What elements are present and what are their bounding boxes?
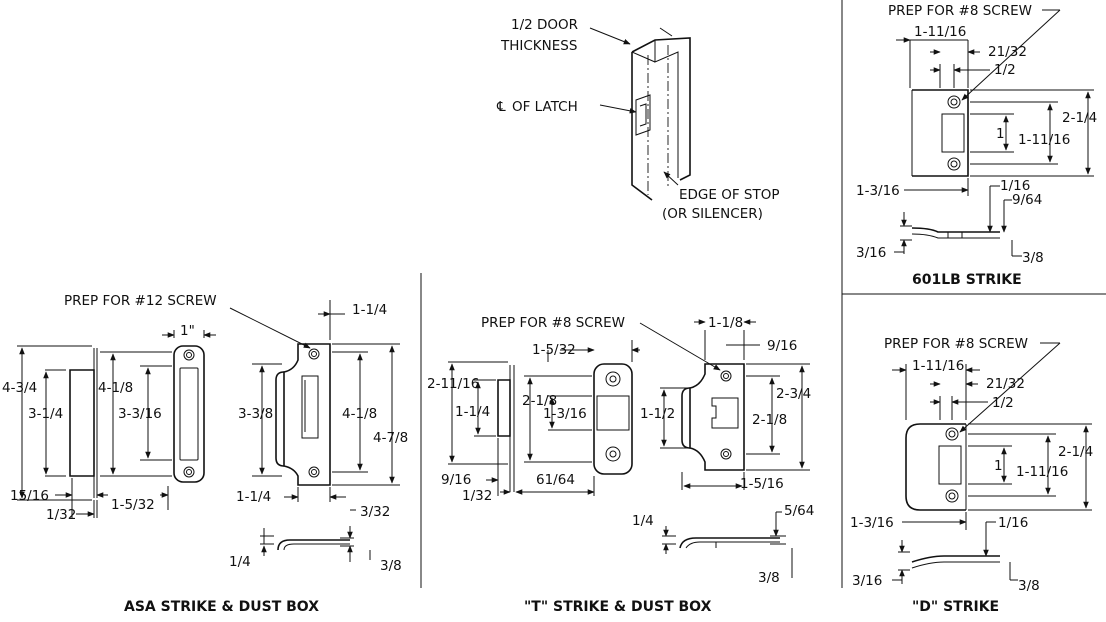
t-box-height: 2-11/16 [427, 376, 479, 392]
d-height-3: 1 [994, 458, 1003, 474]
t-lip-height: 1-1/2 [640, 406, 675, 422]
t-plate-width: 1-5/32 [532, 342, 576, 358]
d-height-1: 2-1/4 [1058, 444, 1093, 460]
asa-title: ASA STRIKE & DUST BOX [124, 599, 319, 615]
d-depth: 3/16 [852, 573, 882, 589]
lb-thickness-1: 1/16 [1000, 178, 1030, 194]
asa-plate-height: 4-1/8 [98, 380, 133, 396]
asa-offset: 3/8 [380, 558, 402, 574]
lb-prep-screw: PREP FOR #8 SCREW [888, 3, 1032, 19]
lb-width-2: 21/32 [988, 44, 1027, 60]
lb-height-1: 2-1/4 [1062, 110, 1097, 126]
asa-box-depth: 15/16 [10, 488, 49, 504]
lb-strike-panel: PREP FOR #8 SCREW 1-11/16 21/32 1/2 2-1/… [856, 3, 1097, 288]
d-offset: 3/8 [1018, 578, 1040, 594]
door-thickness-label: 1/2 DOOR [511, 17, 578, 33]
door-edge-view: 1/2 DOOR THICKNESS ℄ OF LATCH EDGE OF ST… [496, 17, 779, 222]
asa-box-height-outer: 4-3/4 [2, 380, 37, 396]
lb-width-3: 1/2 [994, 62, 1016, 78]
t-strike-panel: 2-11/16 1-1/4 1-5/32 2-1/8 1-3/16 9/16 1… [427, 315, 814, 615]
lb-depth: 3/16 [856, 245, 886, 261]
t-strike-width: 1-1/8 [708, 315, 743, 331]
t-slot-height: 1-3/16 [543, 406, 587, 422]
asa-prep-screw: PREP FOR #12 SCREW [64, 293, 217, 309]
t-box-inner: 1-1/4 [455, 404, 490, 420]
asa-hole-spacing: 4-1/8 [342, 406, 377, 422]
lb-height-3: 1 [996, 126, 1005, 142]
t-hole-spacing: 2-1/8 [752, 412, 787, 428]
t-thickness: 5/64 [784, 503, 814, 519]
t-depth: 9/16 [441, 472, 471, 488]
t-flange: 1/32 [462, 488, 492, 504]
centerline-symbol: ℄ [496, 99, 506, 115]
edge-of-stop-label: EDGE OF STOP [679, 187, 779, 203]
panel-dividers [420, 0, 1106, 588]
d-prep-screw: PREP FOR #8 SCREW [884, 336, 1028, 352]
lb-width-1: 1-11/16 [914, 24, 966, 40]
asa-strike-panel: 4-3/4 3-1/4 4-1/8 3-3/16 1" 15/16 1/ [2, 293, 408, 615]
t-offset: 3/8 [758, 570, 780, 586]
asa-lip-height: 3-3/8 [238, 406, 273, 422]
asa-slot-height: 3-3/16 [118, 406, 162, 422]
t-title: "T" STRIKE & DUST BOX [524, 599, 712, 615]
asa-box-height-inner: 3-1/4 [28, 406, 63, 422]
d-lip: 1-3/16 [850, 515, 894, 531]
d-thickness: 1/16 [998, 515, 1028, 531]
t-bottom-width: 1-5/16 [740, 476, 784, 492]
asa-lip-depth: 1/4 [229, 554, 251, 570]
d-strike-panel: PREP FOR #8 SCREW 1-11/16 21/32 1/2 2-1/… [850, 336, 1093, 615]
d-width-2: 21/32 [986, 376, 1025, 392]
t-plate-height: 2-1/8 [522, 393, 557, 409]
asa-box-flange: 1/32 [46, 507, 76, 523]
asa-box-width: 1-5/32 [111, 497, 155, 513]
asa-strike-edge: 1-1/4 [352, 302, 387, 318]
lb-thickness-2: 9/64 [1012, 192, 1042, 208]
asa-thickness: 3/32 [360, 504, 390, 520]
asa-overall-height: 4-7/8 [373, 430, 408, 446]
d-width-1: 1-11/16 [912, 358, 964, 374]
lb-lip: 1-3/16 [856, 183, 900, 199]
t-overall-height: 2-3/4 [776, 386, 811, 402]
centerline-latch-label: OF LATCH [512, 99, 578, 115]
lb-height-2: 1-11/16 [1018, 132, 1070, 148]
asa-bottom-width: 1-1/4 [236, 489, 271, 505]
d-title: "D" STRIKE [912, 599, 999, 615]
lb-offset: 3/8 [1022, 250, 1044, 266]
asa-plate-width: 1" [180, 323, 195, 339]
d-width-3: 1/2 [992, 395, 1014, 411]
door-thickness-label-2: THICKNESS [500, 38, 577, 54]
d-height-2: 1-11/16 [1016, 464, 1068, 480]
lb-title: 601LB STRIKE [912, 272, 1022, 288]
t-lip-depth: 1/4 [632, 513, 654, 529]
silencer-label: (OR SILENCER) [662, 206, 763, 222]
t-lip-offset: 9/16 [767, 338, 797, 354]
t-plate-bottom: 61/64 [536, 472, 575, 488]
t-prep-screw: PREP FOR #8 SCREW [481, 315, 625, 331]
